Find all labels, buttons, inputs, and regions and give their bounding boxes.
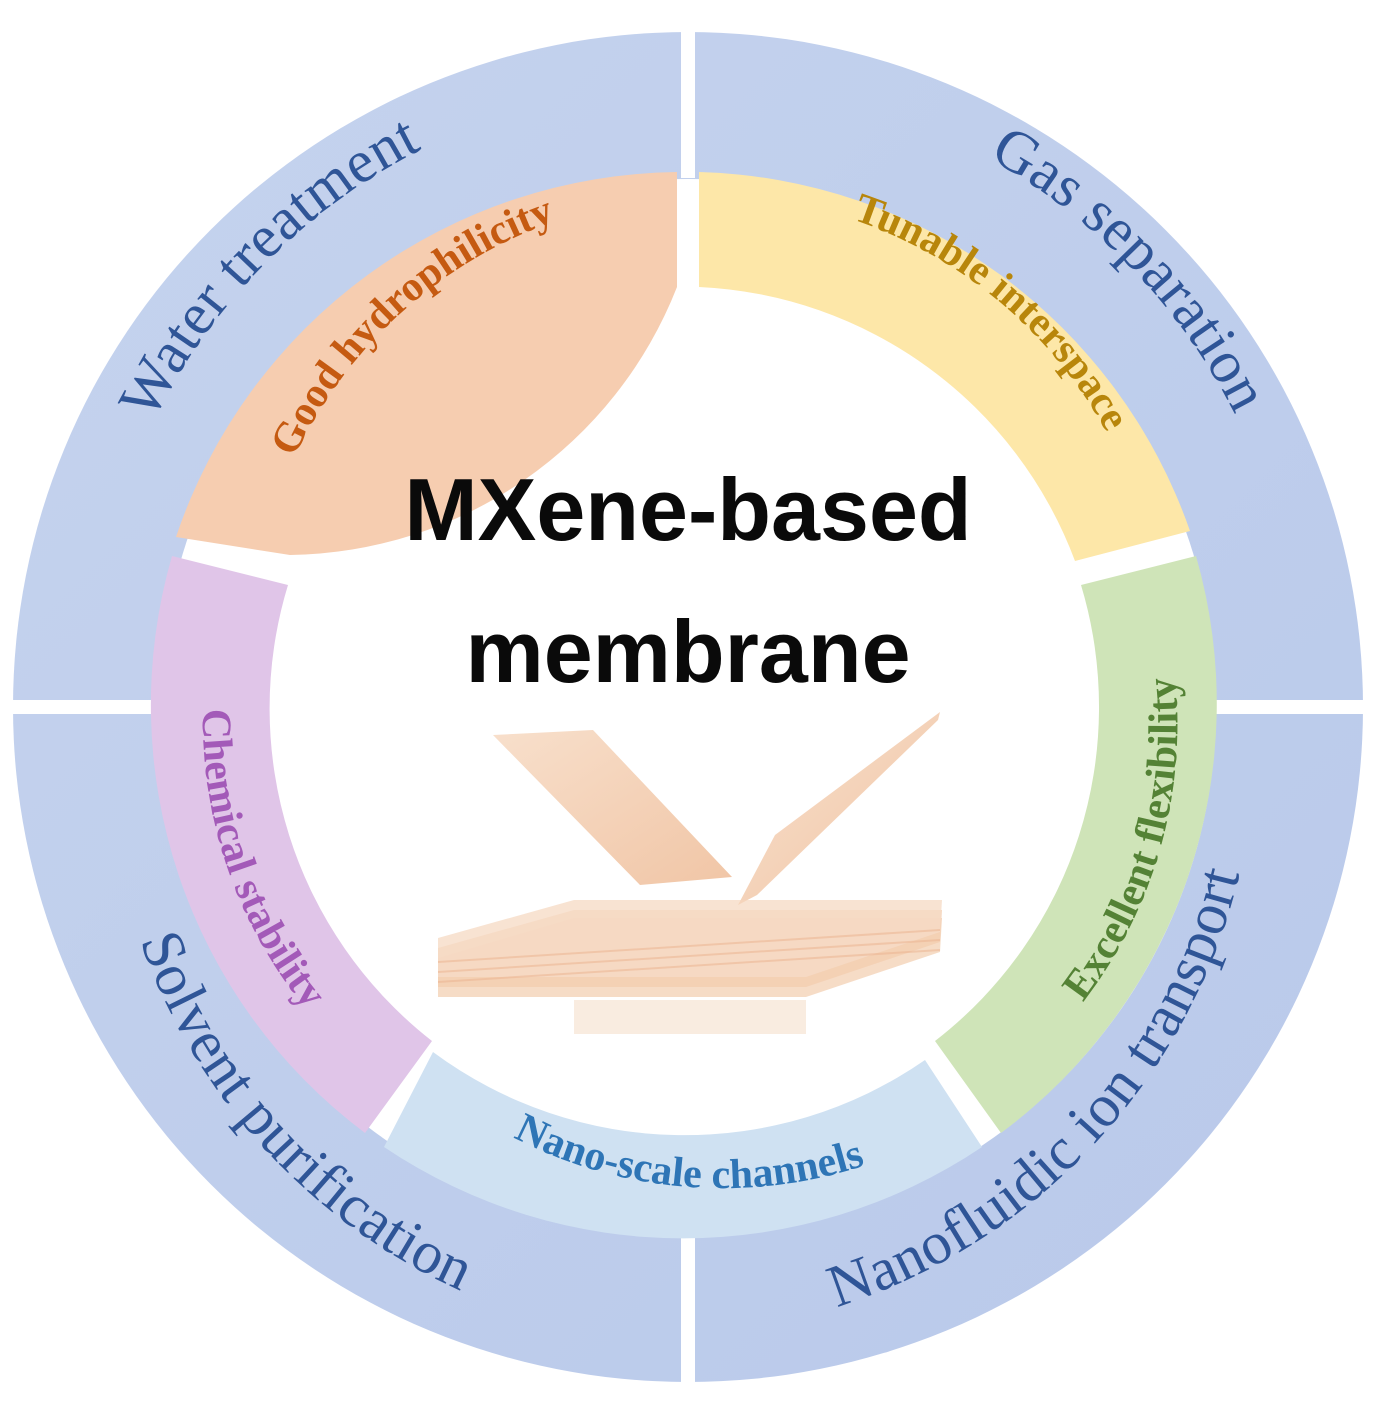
falling-sheet-left — [493, 730, 732, 885]
mxene-sheets-illustration — [437, 712, 942, 1034]
title-line-1: MXene-based — [404, 460, 971, 559]
segment-flexibility — [935, 556, 1217, 1133]
segment-tunable — [699, 172, 1190, 561]
segment-hydrophilicity — [176, 172, 677, 555]
center-title: MXene-based membrane — [404, 460, 971, 701]
falling-sheet-right — [738, 712, 940, 905]
title-line-2: membrane — [465, 602, 910, 701]
stacked-layers — [437, 900, 942, 1034]
inner-ring — [150, 172, 1217, 1239]
segment-channels — [384, 1052, 982, 1239]
segment-chemical — [150, 556, 432, 1133]
